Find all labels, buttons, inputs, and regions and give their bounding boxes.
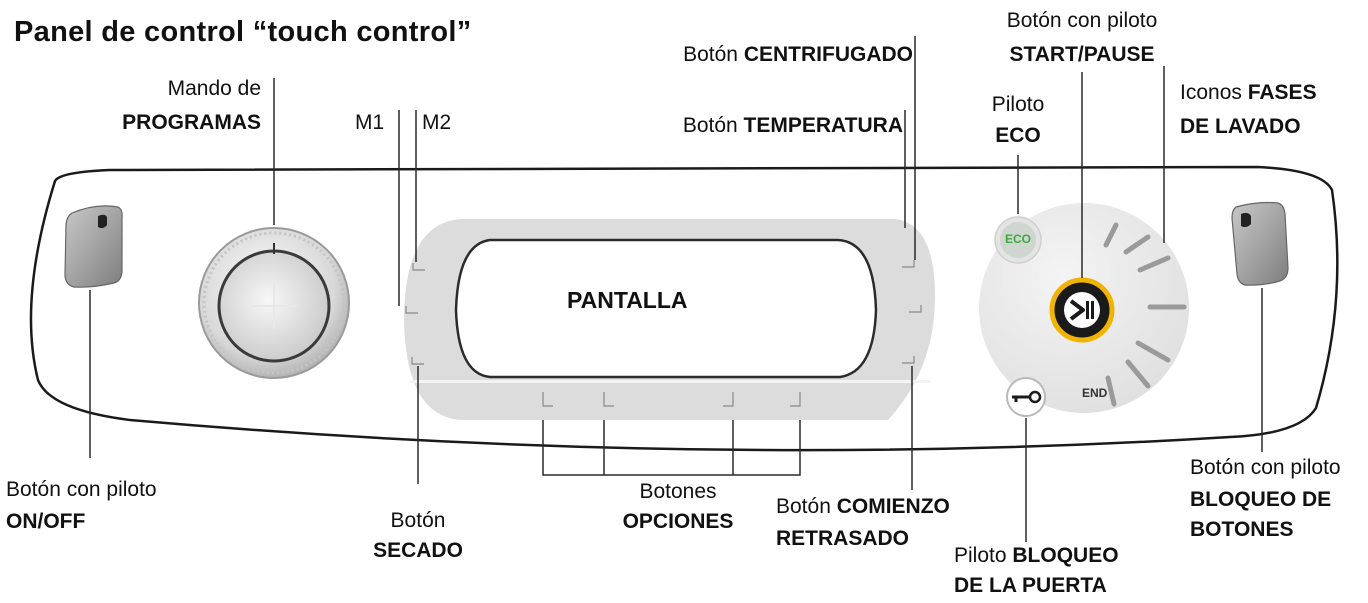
bezel-button-marks — [405, 260, 922, 407]
label-secado-line1: Botón — [390, 509, 446, 532]
label-secado-line2: SECADO — [373, 539, 463, 562]
label-centrifugado: Botón CENTRIFUGADO — [683, 42, 913, 68]
label-puerta-bold: BLOQUEO — [1012, 544, 1119, 567]
label-eco-line2: ECO — [995, 124, 1041, 147]
label-opciones: Botones OPCIONES — [598, 479, 758, 535]
label-comienzo-prefix: Botón — [776, 495, 837, 518]
door-lock-key-icon — [1006, 377, 1046, 417]
label-temperatura: Botón TEMPERATURA — [683, 113, 903, 139]
label-bloqueo-line3: BOTONES — [1190, 518, 1294, 541]
label-centrifugado-bold: CENTRIFUGADO — [743, 43, 913, 66]
label-start-pause: Botón con piloto START/PAUSE — [972, 8, 1192, 68]
label-programas-line2: PROGRAMAS — [122, 111, 261, 134]
label-bloqueo-line2: BLOQUEO DE — [1190, 488, 1332, 511]
end-label: END — [1082, 386, 1108, 400]
label-programas-line1: Mando de — [167, 77, 261, 100]
label-start-pause-line1: Botón con piloto — [1006, 9, 1158, 32]
label-on-off: Botón con piloto ON/OFF — [6, 477, 157, 535]
button-lock-button[interactable] — [1231, 201, 1289, 286]
page-title: Panel de control “touch control” — [14, 16, 472, 48]
label-m2: M2 — [422, 111, 452, 134]
start-pause-button[interactable] — [1049, 277, 1115, 343]
label-comienzo-line2: RETRASADO — [776, 527, 910, 550]
label-secado: Botón SECADO — [358, 508, 478, 564]
label-start-pause-line2: START/PAUSE — [1009, 43, 1155, 66]
label-temperatura-prefix: Botón — [682, 114, 744, 137]
label-bloqueo: Botón con piloto BLOQUEO DE BOTONES — [1190, 455, 1341, 543]
label-fases-bold: FASES — [1247, 81, 1317, 104]
label-opciones-line2: OPCIONES — [622, 510, 734, 533]
label-centrifugado-prefix: Botón — [683, 43, 744, 66]
wash-phase-bars — [1103, 222, 1187, 407]
label-on-off-line2: ON/OFF — [6, 510, 86, 533]
label-eco-line1: Piloto — [991, 93, 1045, 116]
leader-lines — [89, 36, 1263, 542]
eco-icon-text: ECO — [1004, 232, 1031, 246]
label-opciones-line1: Botones — [639, 480, 717, 503]
label-puerta: Piloto BLOQUEO DE LA PUERTA — [954, 543, 1119, 599]
label-eco: Piloto ECO — [968, 92, 1068, 149]
display-area — [404, 219, 936, 420]
program-knob[interactable] — [198, 227, 350, 379]
eco-indicator — [994, 216, 1042, 264]
on-off-button[interactable] — [64, 205, 123, 288]
label-puerta-line2: DE LA PUERTA — [954, 574, 1107, 597]
label-fases: Iconos FASES DE LAVADO — [1180, 80, 1317, 140]
label-temperatura-bold: TEMPERATURA — [743, 114, 903, 137]
display-label: PANTALLA — [567, 287, 688, 313]
label-fases-line2: DE LAVADO — [1180, 115, 1301, 138]
label-bloqueo-line1: Botón con piloto — [1190, 456, 1341, 479]
label-comienzo-bold: COMIENZO — [836, 495, 950, 518]
label-fases-prefix: Iconos — [1180, 81, 1248, 104]
label-m1: M1 — [355, 111, 385, 134]
label-comienzo: Botón COMIENZO RETRASADO — [776, 494, 950, 552]
label-puerta-prefix: Piloto — [954, 544, 1013, 567]
label-programas: Mando de PROGRAMAS — [122, 76, 261, 136]
label-on-off-line1: Botón con piloto — [6, 478, 157, 501]
